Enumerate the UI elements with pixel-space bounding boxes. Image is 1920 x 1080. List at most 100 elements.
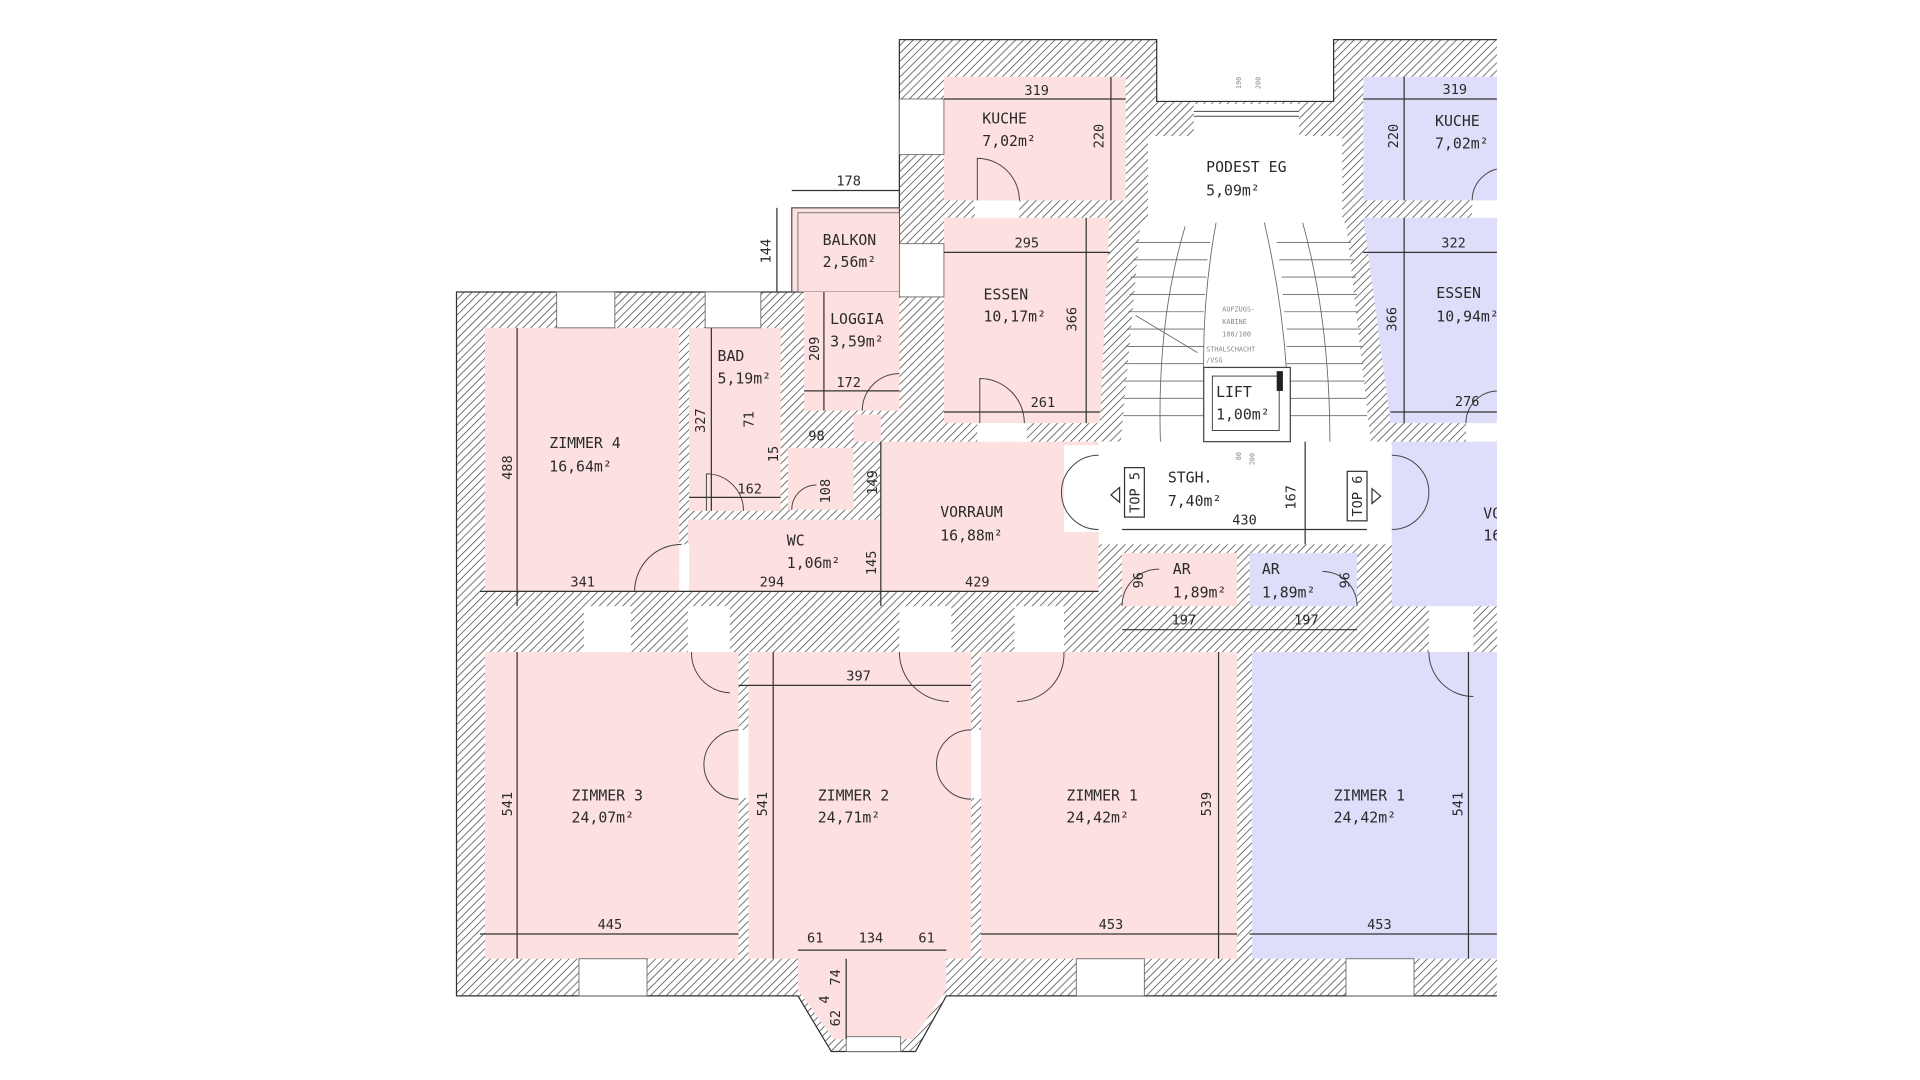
dim-label: 220 — [1092, 124, 1108, 149]
dim-label: 178 — [836, 174, 861, 190]
dim-label: 488 — [500, 455, 516, 480]
dim-label: 172 — [836, 375, 861, 391]
dim-label: 145 — [864, 551, 880, 576]
dim-label: 197 — [1294, 613, 1319, 629]
dim-label: 453 — [1367, 917, 1392, 933]
room-area: 16,88m² — [940, 528, 1003, 545]
room-vorraum-top6 — [1391, 441, 1497, 607]
room-area: 1,06m² — [787, 555, 841, 572]
room-kueche — [943, 76, 1126, 201]
room-area: 10,17m² — [984, 309, 1047, 326]
dim-label: 74 — [828, 969, 844, 985]
dim-label: 96 — [1338, 572, 1354, 588]
room-name: KUCHE — [1435, 113, 1480, 130]
room-name: ZIMMER 1 — [1066, 787, 1137, 804]
room-name: LOGGIA — [830, 311, 884, 328]
stair-steps — [1123, 222, 1368, 442]
room-name: ZIMMER 3 — [572, 787, 643, 804]
room-name: ZIMMER 4 — [549, 435, 620, 452]
room-kueche-top6 — [1363, 76, 1497, 201]
room-labels: KUCHE 7,02m² ESSEN 10,17m² BALKON 2,56m²… — [549, 111, 1501, 827]
room-name: STGH. — [1168, 469, 1213, 486]
note-line: /VSG — [1206, 356, 1222, 364]
dim-label: 319 — [1024, 83, 1049, 99]
room-area: 5,19m² — [718, 371, 772, 388]
room-corridor — [687, 519, 886, 592]
dim-label: 541 — [1450, 792, 1466, 817]
dim-label: 197 — [1172, 613, 1197, 629]
dim-label: 149 — [865, 470, 881, 495]
room-name: VO — [1483, 505, 1501, 522]
room-area: 1,00m² — [1216, 406, 1270, 423]
dim-label: 322 — [1441, 235, 1466, 251]
dim-label: 453 — [1099, 917, 1124, 933]
room-area: 16 — [1483, 528, 1501, 545]
unit-label: TOP 5 — [1127, 472, 1143, 513]
room-area: 1,89m² — [1173, 585, 1227, 602]
dim-label: 319 — [1443, 82, 1468, 98]
room-zimmer-3 — [484, 651, 739, 959]
dim-label: 167 — [1283, 485, 1299, 510]
room-area: 16,64m² — [549, 458, 612, 475]
room-area: 3,59m² — [830, 333, 884, 350]
room-area: 24,42m² — [1066, 810, 1129, 827]
dim-label: 366 — [1064, 307, 1080, 332]
dim-label: 261 — [1031, 395, 1056, 411]
room-zimmer-2 — [748, 651, 972, 959]
small-dim: 200 — [1248, 453, 1256, 465]
dim-label: 430 — [1232, 513, 1257, 529]
room-area: 7,02m² — [982, 133, 1036, 150]
note-line: KABINE — [1222, 318, 1247, 326]
room-ar-top6 — [1249, 552, 1358, 607]
room-ar-top5 — [1122, 552, 1238, 607]
unit-label: TOP 6 — [1350, 476, 1366, 517]
note-line: STHALSCHACHT — [1206, 345, 1255, 353]
room-name: LIFT — [1216, 384, 1252, 401]
room-wc — [788, 447, 854, 510]
room-area: 24,42m² — [1334, 810, 1397, 827]
room-zimmer-1-top6 — [1251, 651, 1497, 959]
room-name: AR — [1173, 561, 1191, 578]
dim-label: 61 — [807, 931, 823, 947]
small-dim: 200 — [1255, 77, 1263, 89]
dim-label: 341 — [570, 574, 595, 590]
room-name: WC — [787, 533, 805, 550]
room-bad — [689, 327, 781, 511]
room-name: AR — [1262, 561, 1280, 578]
note-line: AUFZUGS- — [1222, 306, 1255, 314]
dim-label: 61 — [918, 931, 934, 947]
room-area: 24,71m² — [818, 810, 881, 827]
note-line: 100/100 — [1222, 330, 1251, 338]
dim-label: 541 — [500, 792, 516, 817]
room-name: ZIMMER 2 — [818, 787, 889, 804]
dim-label: 209 — [807, 337, 823, 362]
windows — [556, 98, 1415, 1052]
unit-marker-top5: TOP 5 — [1109, 467, 1145, 518]
dim-label: 162 — [737, 482, 762, 498]
dim-label: 276 — [1455, 394, 1480, 410]
door-swings — [634, 157, 1497, 800]
dim-label: 445 — [598, 917, 623, 933]
dim-label: 366 — [1385, 307, 1401, 332]
dim-label: 294 — [760, 574, 785, 590]
room-name: BALKON — [823, 232, 877, 249]
dim-label: 71 — [741, 411, 757, 427]
dim-label: 98 — [808, 428, 824, 444]
room-name: PODEST EG — [1206, 159, 1286, 176]
dimension-lines — [480, 76, 1497, 1040]
room-stgh — [1098, 441, 1392, 545]
room-name: ESSEN — [1436, 285, 1481, 302]
room-area: 7,40m² — [1168, 493, 1222, 510]
dim-label: 108 — [818, 479, 834, 504]
dim-label: 134 — [859, 931, 884, 947]
dim-label: 144 — [759, 239, 775, 264]
room-vorraum — [880, 441, 1099, 592]
dim-label: 220 — [1386, 124, 1402, 149]
unit-marker-top6: TOP 6 — [1346, 470, 1382, 522]
room-area: 24,07m² — [572, 810, 635, 827]
room-name: VORRAUM — [940, 504, 1003, 521]
dimensions-horizontal: 319 178 295 172 261 98 162 341 294 429 4… — [570, 82, 1479, 947]
dim-label: 15 — [766, 446, 782, 462]
small-dim: 190 — [1235, 77, 1243, 89]
